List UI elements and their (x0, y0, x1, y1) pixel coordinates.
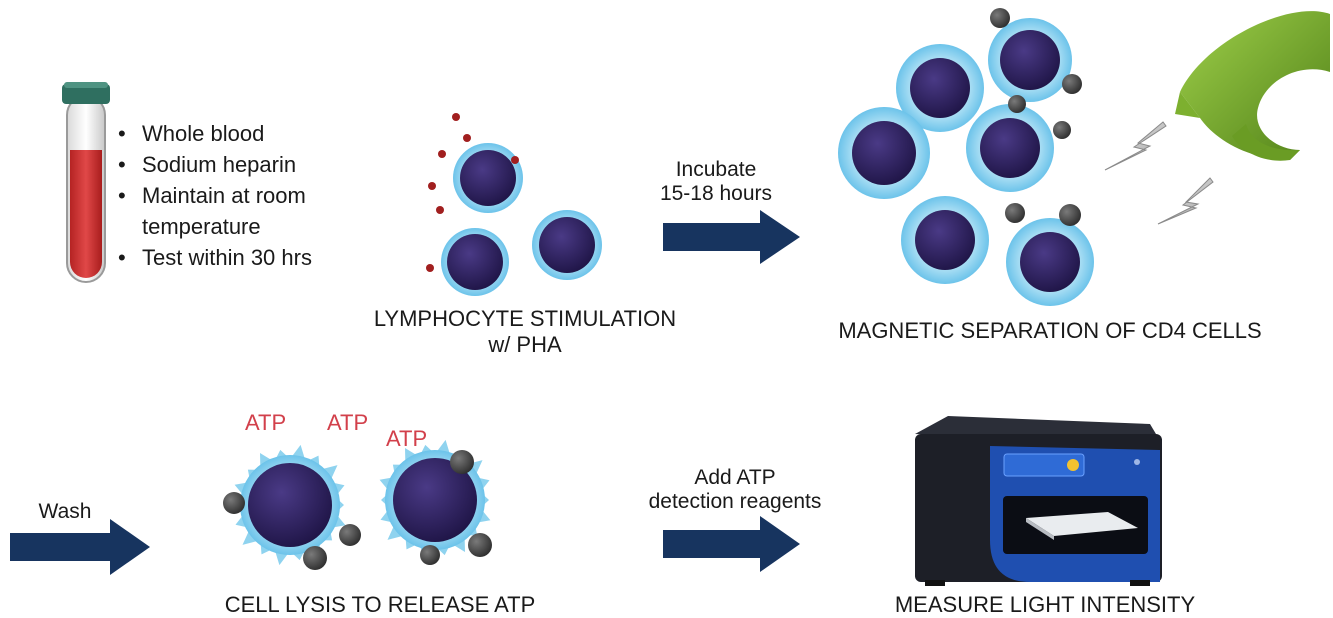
blood-tube-icon (62, 82, 110, 283)
magnetic-bead-icon (339, 524, 361, 546)
cell-nucleus (852, 121, 916, 185)
magnetic-bead-icon (468, 533, 492, 557)
cell-nucleus (980, 118, 1040, 178)
stimulation-cells-group (426, 113, 602, 296)
device-foot-left (925, 580, 945, 586)
luminometer-device-icon (915, 416, 1162, 586)
pha-particle-icon (463, 134, 471, 142)
lymphocyte-cell-icon (385, 450, 485, 550)
lymphocyte-cell-icon (453, 143, 523, 213)
measure-caption: MEASURE LIGHT INTENSITY (894, 592, 1196, 617)
reagents-label-line1: Add ATP (694, 466, 776, 489)
incubate-label: Incubate 15-18 hours (626, 158, 806, 206)
stimulation-caption: LYMPHOCYTE STIMULATION w/ PHA (340, 306, 710, 358)
pha-particle-icon (452, 113, 460, 121)
requirement-item: Maintain at room (116, 180, 312, 211)
device-plate-edge (1026, 518, 1054, 540)
lymphocyte-cell-icon (966, 104, 1054, 192)
wash-arrow-icon (10, 519, 150, 575)
magnetic-bead-icon (1005, 203, 1025, 223)
lightning-bolt-icon-upper (1104, 121, 1167, 171)
device-plate (1026, 512, 1138, 536)
pha-particle-icon (426, 264, 434, 272)
tube-cap-top (64, 82, 108, 88)
lymphocyte-cell-icon (988, 18, 1072, 102)
incubate-arrow-icon (663, 210, 800, 264)
reagents-label-line2: detection reagents (648, 490, 822, 513)
lymphocyte-cell-icon (901, 196, 989, 284)
requirement-item: Sodium heparin (116, 149, 312, 180)
pha-particle-icon (436, 206, 444, 214)
magnetic-bead-icon (420, 545, 440, 565)
requirement-item: Test within 30 hrs (116, 242, 312, 273)
lymphocyte-cell-icon (896, 44, 984, 132)
pha-particle-icon (511, 156, 519, 164)
lymphocyte-cell-icon (1006, 218, 1094, 306)
cell-nucleus (1020, 232, 1080, 292)
magnetic-bead-icon (303, 546, 327, 570)
magnetic-bead-icon (450, 450, 474, 474)
device-led (1134, 459, 1140, 465)
device-logo-mark (1067, 459, 1079, 471)
separation-caption: MAGNETIC SEPARATION OF CD4 CELLS (838, 318, 1262, 343)
cell-nucleus (393, 458, 477, 542)
cell-nucleus (539, 217, 595, 273)
cell-nucleus (447, 234, 503, 290)
stimulation-caption-line1: LYMPHOCYTE STIMULATION (373, 306, 677, 331)
lymphocyte-cell-icon (240, 455, 340, 555)
incubate-label-line1: Incubate (675, 158, 757, 181)
blood-sample-requirements-list: Whole blood Sodium heparin Maintain at r… (116, 118, 312, 273)
magnet-pole-upper (1175, 92, 1200, 118)
lymphocyte-cell-icon (838, 107, 930, 199)
wash-label: Wash (38, 500, 92, 523)
incubate-label-line2: 15-18 hours (659, 182, 773, 205)
reagents-arrow-icon (663, 516, 800, 572)
device-logo-panel (1003, 453, 1085, 477)
magnetic-bead-icon (1008, 95, 1026, 113)
cell-nucleus (910, 58, 970, 118)
stimulation-caption-line2: w/ PHA (488, 332, 562, 357)
magnetic-bead-icon (990, 8, 1010, 28)
atp-label: ATP (327, 410, 369, 435)
magnet-pole-lower (1232, 124, 1300, 161)
atp-label: ATP (245, 410, 287, 435)
cell-nucleus (248, 463, 332, 547)
lightning-bolt-icon-lower (1157, 177, 1214, 225)
separation-cells-group (838, 8, 1094, 306)
cell-nucleus (460, 150, 516, 206)
lysis-cells-group (223, 439, 492, 570)
cell-nucleus (915, 210, 975, 270)
requirement-item: Whole blood (116, 118, 312, 149)
requirement-item-continued: temperature (142, 214, 261, 239)
lymphocyte-cell-icon (532, 210, 602, 280)
tube-cap (62, 84, 110, 104)
magnetic-bead-icon (1059, 204, 1081, 226)
cell-nucleus (1000, 30, 1060, 90)
tube-blood (70, 150, 102, 278)
magnetic-bead-icon (1053, 121, 1071, 139)
magnetic-bead-icon (1062, 74, 1082, 94)
magnetic-bead-icon (223, 492, 245, 514)
pha-particle-icon (438, 150, 446, 158)
reagents-label: Add ATP detection reagents (620, 466, 850, 514)
device-foot-right (1130, 580, 1150, 586)
lymphocyte-cell-icon (441, 228, 509, 296)
magnet-icon (1175, 11, 1330, 161)
magnet-body (1180, 11, 1330, 160)
pha-particle-icon (428, 182, 436, 190)
lysis-caption: CELL LYSIS TO RELEASE ATP (224, 592, 536, 617)
atp-label: ATP (386, 426, 428, 451)
